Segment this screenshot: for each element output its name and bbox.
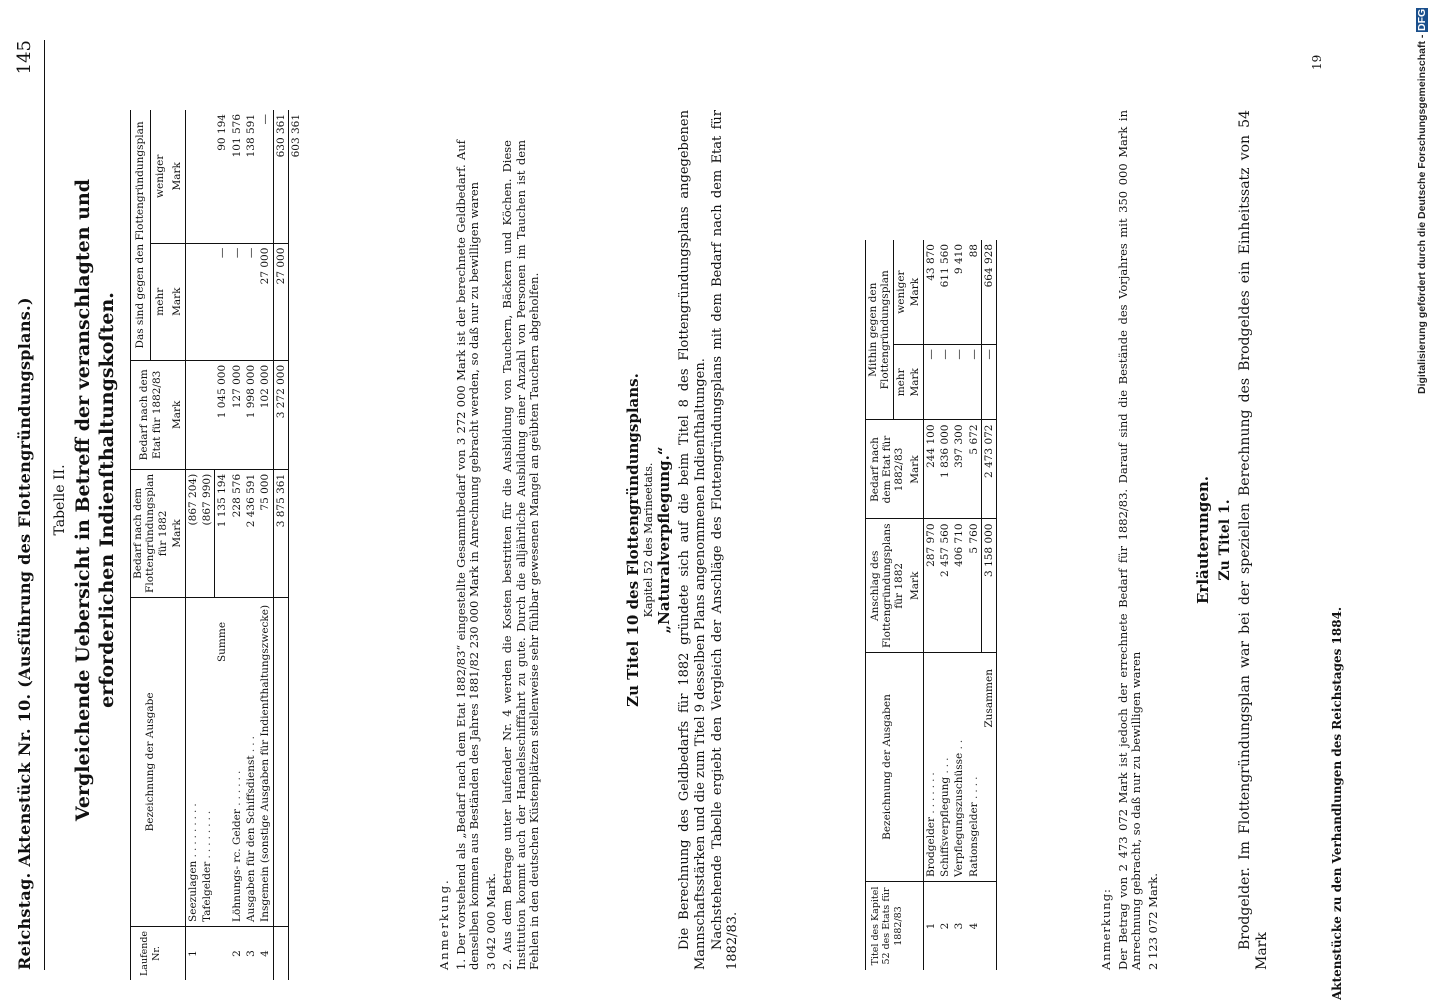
header-page-number: 145 (14, 40, 35, 75)
anmerkung-1-sum: 3 042 000 Mark. (483, 873, 498, 970)
table-row: Summe 1 135 194 1 045 000 — 90 194 (214, 110, 230, 980)
col-diff: Mithin gegen den Flottengründungsplan (865, 240, 894, 420)
col-bedarf-etat: Bedarf nach dem Etat für 1882/83 (130, 360, 171, 470)
table-row: 1 Seezulagen ......... (867 204) (185, 110, 200, 980)
col-bedarf-plan: Bedarf nach dem Flottengründungsplan für… (130, 469, 171, 598)
table-indiensthaltung: Laufende Nr. Bezeichnung der Ausgabe Bed… (130, 110, 304, 980)
col-bedarf: Bedarf nach dem Etat für 1882/83 (865, 420, 909, 519)
digitization-credit: Digitalisierung gefördert durch die Deut… (1416, 8, 1428, 993)
titel10-name: „Naturalverpflegung.“ (654, 446, 673, 634)
anmerkung-label: Anmerkung. (437, 878, 451, 970)
anmerkung-2: 2. Aus dem Betrage unter laufender Nr. 4… (500, 140, 542, 970)
unit-mark: Mark (908, 420, 923, 519)
credit-text: Digitalisierung gefördert durch die Deut… (1416, 35, 1428, 395)
col-mehr: mehr (893, 344, 909, 420)
titel10-section: Zu Titel 10 des Flottengründungsplans. K… (624, 110, 741, 970)
erlaeuterungen-heading: Erläuterungen. (1194, 476, 1212, 605)
tabelle-title-line-2: erforderlichen Indienſthaltungskoſten. (96, 292, 118, 708)
table2-anmerkung: Anmerkung: Der Betrag von 2 473 072 Mark… (1099, 110, 1163, 970)
table-row: 3 Ausgaben für den Schiffsdienst ... 2 4… (244, 110, 259, 980)
anmerkung-1: 1. Der vorstehend als „Bedarf nach dem E… (453, 140, 482, 970)
anmerkung-label: Anmerkung: (1099, 888, 1113, 970)
erlaeuterungen: Erläuterungen. Zu Titel 1. Brodgelder. I… (1194, 110, 1270, 970)
table-row: 2 Schiffsverpflegung ... 2 457 560 1 836… (937, 240, 953, 970)
col-diff: Das sind gegen den Flottengründungsplan (130, 110, 151, 361)
unit-mark: Mark (170, 110, 185, 244)
titel10-heading: Zu Titel 10 des Flottengründungsplans. (624, 373, 642, 707)
col-weniger: weniger (150, 110, 171, 244)
titel10-paragraph: Die Berechnung des Geldbedarfs für 1882 … (677, 110, 708, 970)
titel10-paragraph-2: Nachstehende Tabelle ergiebt den Verglei… (710, 110, 741, 970)
erlaeuterungen-text: Brodgelder. Im Flottengründungsplan war … (1237, 110, 1270, 970)
col-bezeichnung: Bezeichnung der Ausgabe (130, 597, 171, 927)
bottom-page-number: 19 (1310, 54, 1324, 70)
table-row: 2 Löhnungs- rc. Gelder ...... 228 576 12… (229, 110, 244, 980)
unit-mark: Mark (908, 344, 923, 420)
rotated-page: Reichstag. Aktenstück Nr. 10. (Ausführun… (10, 40, 1344, 1000)
anmerkung-block: Anmerkung. 1. Der vorstehend als „Bedarf… (437, 140, 545, 970)
col-laufende-nr: Laufende Nr. (139, 930, 162, 976)
col-mehr: mehr (150, 243, 171, 361)
unit-mark: Mark (170, 360, 185, 470)
header-title: Reichstag. Aktenstück Nr. 10. (Ausführun… (15, 297, 34, 970)
unit-mark: Mark (170, 469, 185, 598)
col-bezeichnung: Bezeichnung der Ausgaben (865, 652, 909, 882)
col-titel: Titel des Kapitel 52 des Etats für 1882/… (870, 886, 904, 966)
table-row: 4 Insgemein (sonstige Ausgaben für Indie… (258, 110, 274, 980)
unit-mark: Mark (908, 240, 923, 345)
unit-mark: Mark (170, 243, 185, 361)
table-net-row: 603 361 (290, 114, 303, 158)
table-row: 4 Rationsgelder .... 5 760 5 672 — 88 (966, 240, 982, 970)
table-row: 1 Brodgelder ....... 287 970 244 100 — 4… (923, 240, 938, 970)
unit-mark: Mark (908, 519, 923, 653)
table-naturalverpflegung: Titel des Kapitel 52 des Etats für 1882/… (865, 240, 997, 970)
erlaeuterungen-sub: Zu Titel 1. (1216, 499, 1233, 581)
table-total-row: Zusammen 3 158 000 2 473 072 — 664 928 (981, 240, 997, 970)
page-footer: Aktenstücke zu den Verhandlungen des Rei… (1330, 606, 1344, 1000)
titel10-kapitel: Kapitel 52 des Marineetats. (641, 462, 655, 618)
tabelle-label: Tabelle II. (52, 464, 68, 536)
anmerkung-sum: 2 123 072 Mark. (1145, 873, 1160, 970)
running-header: Reichstag. Aktenstück Nr. 10. (Ausführun… (10, 40, 45, 970)
col-anschlag: Anschlag des Flottengründungsplans für 1… (865, 519, 909, 653)
table-row: Tafelgelder ........ (867 990) (199, 110, 215, 980)
anmerkung-text: Der Betrag von 2 473 072 Mark ist jedoch… (1115, 110, 1144, 970)
col-weniger: weniger (893, 240, 909, 345)
table-total-row: 3 875 361 3 272 000 27 000 630 361 (273, 110, 289, 980)
dfg-logo: DFG (1416, 8, 1428, 33)
tabelle-title-line-1: Vergleichende Uebersicht in Betreff der … (72, 178, 94, 822)
table-row: 3 Verpflegungszuschüsse .. 406 710 397 3… (952, 240, 967, 970)
